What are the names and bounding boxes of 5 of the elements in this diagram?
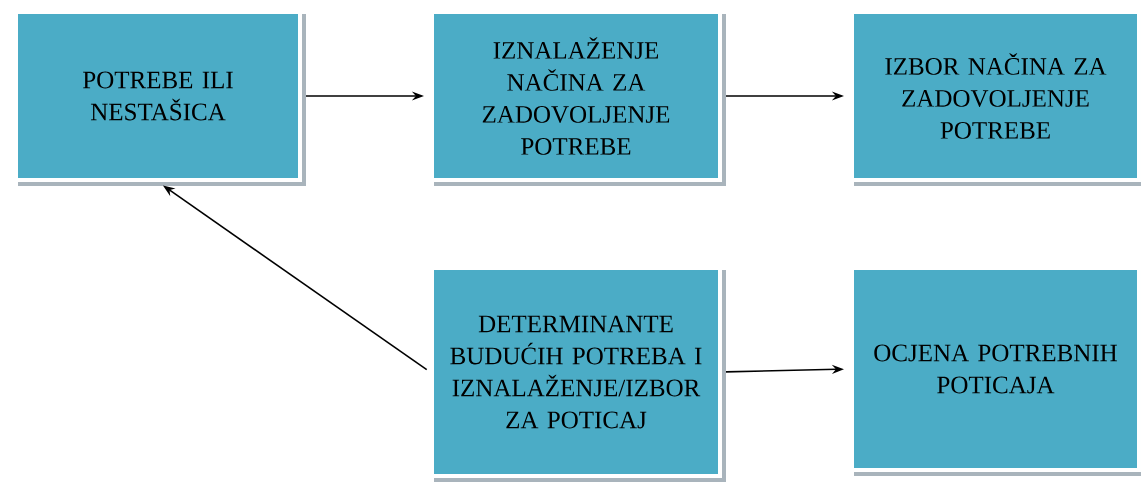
- process-box: IZNALAŽENJE NAČINA ZA ZADOVOLJENJE POTREBE: [430, 10, 726, 186]
- process-box: DETERMINANTE BUDUĆIH POTREBA I IZNALAŽENJE/IZBOR ZA POTICAJ: [430, 266, 726, 482]
- process-box: OCJENA POTREBNIH POTICAJA: [850, 266, 1141, 476]
- process-box: IZBOR NAČINA ZA ZADOVOLJENJE POTREBE: [850, 10, 1141, 186]
- process-box: POTREBE ILI NESTAŠICA: [14, 10, 306, 186]
